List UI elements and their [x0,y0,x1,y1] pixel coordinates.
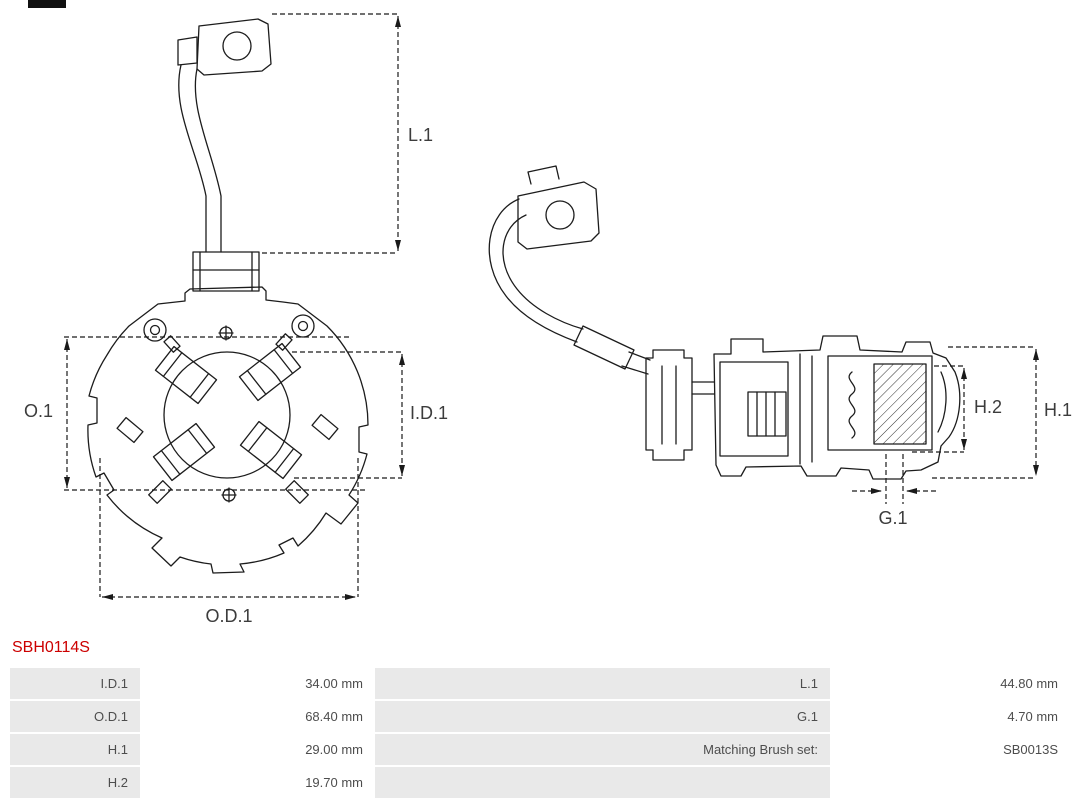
corner-artifact [28,0,66,8]
spec-value-cell: 34.00 mm [140,668,375,699]
dim-label-h2: H.2 [974,397,1002,417]
dim-label-l1: L.1 [408,125,433,145]
spec-value-cell: 44.80 mm [830,668,1070,699]
brush-box-se [239,420,303,480]
spec-value-cell: SB0013S [830,734,1070,765]
dim-label-h1: H.1 [1044,400,1072,420]
dim-label-g1: G.1 [878,508,907,528]
spec-label-cell: I.D.1 [10,668,140,699]
spec-label-cell: H.1 [10,734,140,765]
front-view-drawing [87,18,369,574]
spec-value-cell: 68.40 mm [140,701,375,732]
technical-drawing: L.1 O.1 I.D.1 O.D.1 [24,13,1072,626]
table-row: H.1 29.00 mm Matching Brush set: SB0013S [10,734,1070,765]
dim-g1: G.1 [852,454,936,528]
dim-h2: H.2 [912,365,1002,453]
spec-label-cell: Matching Brush set: [375,734,830,765]
spec-table: I.D.1 34.00 mm L.1 44.80 mm O.D.1 68.40 … [10,668,1070,798]
brush-box-ne [238,342,302,402]
dim-h1: H.1 [932,346,1072,479]
table-row: O.D.1 68.40 mm G.1 4.70 mm [10,701,1070,732]
brush-box-sw [152,422,216,482]
dim-l1: L.1 [262,13,433,254]
table-row: I.D.1 34.00 mm L.1 44.80 mm [10,668,1070,699]
dim-label-od1: O.D.1 [205,606,252,626]
spec-label-cell: O.D.1 [10,701,140,732]
dim-label-o1: O.1 [24,401,53,421]
spec-label-cell [375,767,830,798]
dim-o1: O.1 [24,336,368,491]
dim-label-id1: I.D.1 [410,403,448,423]
dim-od1: O.D.1 [99,458,359,626]
spec-value-cell: 19.70 mm [140,767,375,798]
side-view-drawing [488,165,961,480]
spec-label-cell: L.1 [375,668,830,699]
spec-value-cell [830,767,1070,798]
brush-box-nw [154,345,218,405]
spec-value-cell: 29.00 mm [140,734,375,765]
table-row: H.2 19.70 mm [10,767,1070,798]
dim-id1: I.D.1 [292,351,448,479]
spec-label-cell: G.1 [375,701,830,732]
spec-value-cell: 4.70 mm [830,701,1070,732]
part-number: SBH0114S [12,639,90,656]
spec-label-cell: H.2 [10,767,140,798]
